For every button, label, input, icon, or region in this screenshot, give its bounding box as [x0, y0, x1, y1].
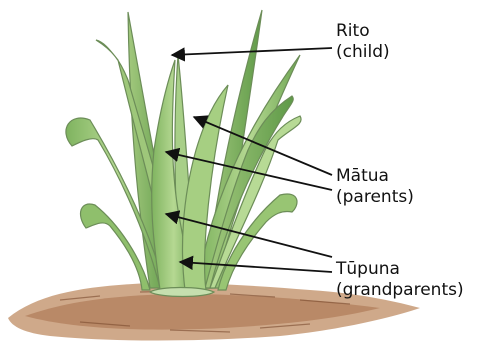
flax-leaves-front — [80, 60, 297, 297]
label-tupuna-name: Tūpuna — [336, 259, 464, 280]
label-matua-name: Mātua — [336, 166, 414, 187]
label-tupuna: Tūpuna (grandparents) — [336, 259, 464, 301]
label-rito-name: Rito — [336, 21, 390, 42]
label-tupuna-note: (grandparents) — [336, 280, 464, 301]
label-matua: Mātua (parents) — [336, 166, 414, 208]
label-rito: Rito (child) — [336, 21, 390, 63]
label-rito-note: (child) — [336, 42, 390, 63]
label-matua-note: (parents) — [336, 187, 414, 208]
